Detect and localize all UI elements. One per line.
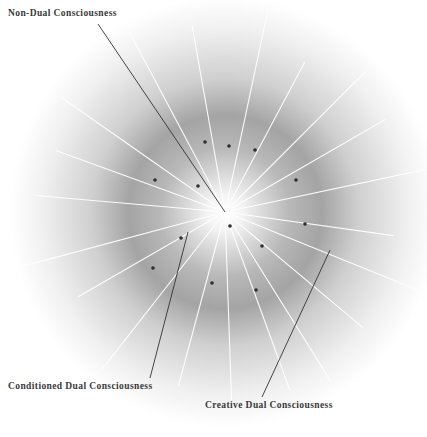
leader-line <box>150 232 188 378</box>
ring-dot <box>196 184 200 188</box>
light-ray <box>225 7 269 212</box>
light-ray <box>78 212 225 297</box>
gradient-disc <box>10 0 427 427</box>
light-ray <box>225 167 427 212</box>
light-rays <box>17 7 427 407</box>
ring-dots <box>151 140 307 292</box>
ring-dot <box>227 144 231 148</box>
leader-label: Creative Dual Consciousness <box>205 400 333 410</box>
ring-dot <box>153 178 157 182</box>
ring-dot <box>203 140 207 144</box>
light-ray <box>225 212 290 391</box>
leader-line <box>262 250 330 397</box>
light-ray <box>192 25 225 212</box>
light-ray <box>36 195 225 212</box>
ring-dot <box>253 148 257 152</box>
light-ray <box>178 212 225 386</box>
leader-line <box>98 24 225 212</box>
leader-label: Non-Dual Consciousness <box>8 8 117 18</box>
light-ray <box>129 31 225 212</box>
light-ray <box>56 150 225 212</box>
light-ray <box>225 120 385 213</box>
ring-dot <box>294 178 298 182</box>
ring-dot <box>151 266 155 270</box>
leader-lines <box>98 24 330 397</box>
light-ray <box>225 71 366 212</box>
light-ray <box>102 212 225 370</box>
leader-label: Conditioned Dual Consciousness <box>8 381 153 391</box>
light-ray <box>17 212 225 268</box>
ring-dot <box>254 288 258 292</box>
light-ray <box>225 212 232 407</box>
light-ray <box>225 212 420 291</box>
ring-dot <box>260 244 264 248</box>
ring-dot <box>210 281 214 285</box>
ring-dot <box>303 222 307 226</box>
ring-dot <box>179 236 183 240</box>
light-ray <box>61 97 225 212</box>
ring-dot <box>228 224 232 228</box>
light-ray <box>225 212 393 236</box>
